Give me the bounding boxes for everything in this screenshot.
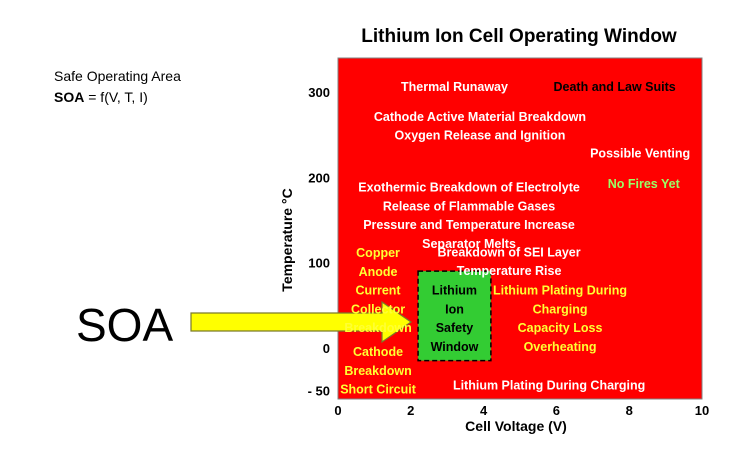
chart-annotation: No Fires Yet [608,177,681,191]
y-axis-label: Temperature °C [279,188,295,291]
soa-arrow [190,300,413,344]
danger-region [337,57,703,400]
chart-annotation: Separator Melts [422,237,516,251]
chart-annotation: Pressure and Temperature Increase [363,218,575,232]
x-tick-label: 2 [407,403,414,418]
chart-annotation: Lithium Plating During [493,284,627,298]
soa-definition-formula: SOA = f(V, T, I) [54,87,181,108]
chart-annotation: Lithium [432,284,477,298]
x-tick-label: 10 [695,403,709,418]
chart-annotation: Overheating [524,340,597,354]
chart-annotation: Oxygen Release and Ignition [395,129,566,143]
soa-abbrev: SOA [54,89,85,105]
chart-annotation: Cathode Active Material Breakdown [374,110,586,124]
y-tick-label: 100 [308,256,330,271]
x-tick-label: 6 [553,403,560,418]
y-tick-label: 200 [308,170,330,185]
chart-annotation: Exothermic Breakdown of Electrolyte [358,181,580,195]
chart-annotation: Charging [533,302,588,316]
soa-definition-line1: Safe Operating Area [54,68,181,84]
safety-window-region [417,270,492,362]
chart-annotation: Lithium Plating During Charging [453,378,645,392]
chart-annotation: Possible Venting [590,146,690,160]
chart-annotation: Cathode [353,345,403,359]
chart-annotation: Death and Law Suits [554,80,676,94]
chart-annotation: Short Circuit [340,383,417,397]
y-tick-label: 300 [308,85,330,100]
chart-annotation: Breakdown of SEI Layer [438,245,581,259]
y-tick-label: - 50 [308,383,330,398]
chart-annotation: Breakdown [344,364,411,378]
chart-annotation: Thermal Runaway [401,80,508,94]
x-tick-label: 4 [480,403,488,418]
chart-annotation: Capacity Loss [518,321,603,335]
chart-annotation: Window [431,340,479,354]
chart-annotation: Anode [359,265,398,279]
chart-annotation: Copper [356,246,400,260]
x-tick-label: 8 [626,403,633,418]
chart-annotation: Ion [445,302,464,316]
y-tick-label: 0 [323,341,330,356]
chart-title: Lithium Ion Cell Operating Window [361,26,677,47]
chart-annotation: Collector [351,302,405,316]
chart-annotation: Temperature Rise [457,264,562,278]
soa-formula: = f(V, T, I) [84,89,148,105]
chart-annotation: Current [355,284,401,298]
chart-annotation: Release of Flammable Gases [383,199,555,213]
x-tick-label: 0 [334,403,341,418]
chart-annotation: Safety [436,321,474,335]
x-axis-label: Cell Voltage (V) [465,418,567,434]
soa-definition: Safe Operating Area SOA = f(V, T, I) [54,66,181,108]
chart-annotation: Breakdown [344,321,411,335]
soa-callout-label: SOA [76,299,174,351]
